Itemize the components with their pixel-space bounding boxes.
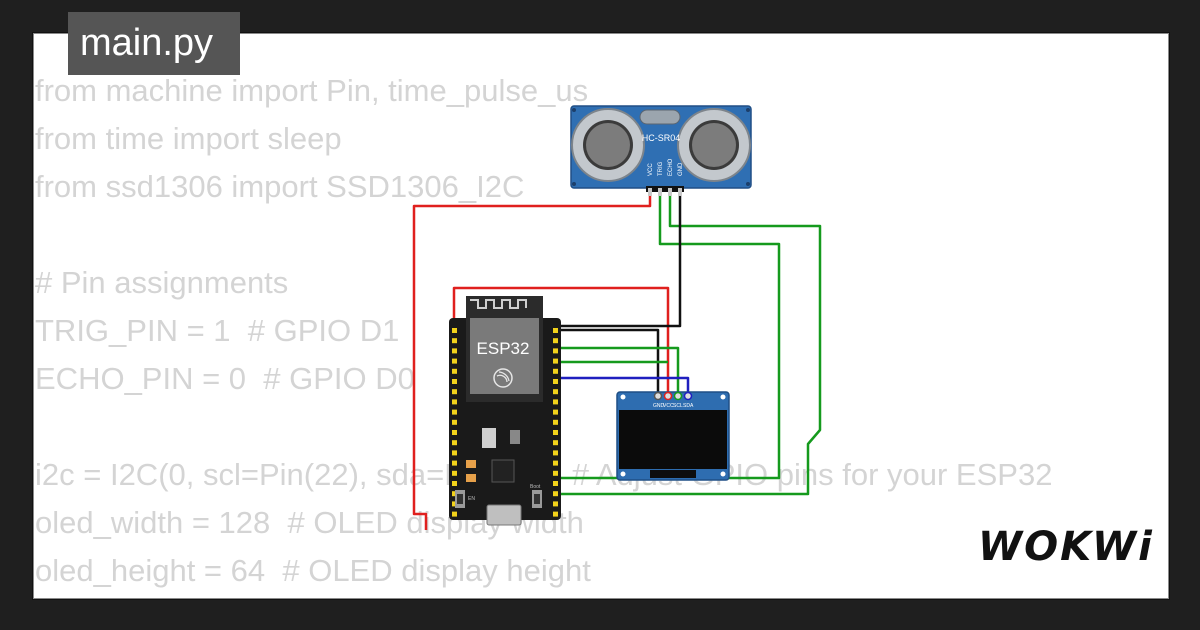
header-pin[interactable] [452,430,457,435]
sensor-transducer-left [571,108,645,182]
wire-gnd-oled[interactable] [553,328,660,393]
sensor-transducer-right [677,108,751,182]
header-pin[interactable] [553,399,558,405]
sensor-pin-label-vcc: VCC [648,163,654,176]
esp32-pins-right [553,328,558,517]
header-pin[interactable] [553,440,558,446]
wire-sensor-gnd[interactable] [561,190,682,328]
code-line: # Pin assignments [35,265,289,300]
oled-pin-label-scl: SCL [673,403,683,409]
wire-sensor-echo[interactable] [561,190,822,496]
wires [412,190,822,530]
header-pin[interactable] [553,501,558,507]
header-pin[interactable] [553,348,558,354]
header-pin[interactable] [452,368,457,374]
header-pin[interactable] [452,409,457,415]
header-pin[interactable] [452,358,457,364]
header-pin[interactable] [553,338,558,344]
header-pin[interactable] [452,460,457,466]
sensor-pin-label-echo: ECHO [668,158,674,176]
oled-pin-label-gnd: GND [653,403,665,409]
oled-pin-label-sda: SDA [683,403,694,409]
sensor-pin-label-gnd: GND [678,162,684,176]
oled-pin-label-vcc: VCC [663,403,674,409]
header-pin[interactable] [553,368,558,374]
hc-sr04-sensor[interactable]: HC-SR04 VCC TRIG ECHO GND [570,105,752,196]
code-line: from time import sleep [35,121,342,156]
boot-button[interactable]: Boot [530,484,542,508]
wire-sensor-vcc[interactable] [412,190,652,530]
header-pin[interactable] [452,379,457,384]
header-pin[interactable] [452,470,457,476]
code-line: from ssd1306 import SSD1306_I2C [35,169,525,204]
header-pin[interactable] [553,328,558,333]
code-line: TRIG_PIN = 1 # GPIO D1 [35,313,400,348]
header-pin[interactable] [553,481,558,486]
sensor-pin-label-trig: TRIG [658,161,664,176]
esp32-label: ESP32 [477,339,530,358]
header-pin[interactable] [553,491,558,497]
wire-esp-3v3-oled-vcc[interactable] [452,286,670,393]
sensor-label: HC-SR04 [642,133,681,143]
header-pin[interactable] [452,511,457,517]
header-pin[interactable] [452,348,457,354]
header-pin[interactable] [553,450,558,456]
esp32-module: ESP32 [466,296,543,402]
header-pin[interactable] [553,419,558,425]
header-pin[interactable] [452,328,457,333]
usb-connector [486,504,522,526]
header-pin[interactable] [452,419,457,425]
header-pin[interactable] [452,440,457,446]
code-line: ECHO_PIN = 0 # GPIO D0 [35,361,415,396]
header-pin[interactable] [452,491,457,497]
header-pin[interactable] [452,501,457,507]
header-pin[interactable] [553,511,558,517]
header-pin[interactable] [452,481,457,486]
en-button[interactable]: EN [455,490,475,508]
en-button-label: EN [468,496,475,502]
header-pin[interactable] [452,399,457,405]
header-pin[interactable] [553,389,558,395]
file-tab[interactable]: main.py [68,12,240,75]
oled-display[interactable]: GND VCC SCL SDA [616,391,730,481]
esp32-board[interactable]: ESP32 EN Boot [449,296,561,526]
oled-screen [619,410,727,469]
boot-button-label: Boot [530,484,541,490]
espressif-logo-icon [493,368,513,388]
header-pin[interactable] [553,379,558,384]
wokwi-logo: WOKWi [978,524,1154,570]
wire-sda-oled[interactable] [553,376,690,393]
code-line: oled_height = 64 # OLED display height [35,553,591,588]
header-pin[interactable] [553,409,558,415]
header-pin[interactable] [553,358,558,364]
header-pin[interactable] [553,460,558,466]
header-pin[interactable] [452,450,457,456]
header-pin[interactable] [452,389,457,395]
code-line: from machine import Pin, time_pulse_us [35,73,589,108]
esp32-pins-left [452,328,457,517]
header-pin[interactable] [452,338,457,344]
header-pin[interactable] [553,430,558,435]
header-pin[interactable] [553,470,558,476]
